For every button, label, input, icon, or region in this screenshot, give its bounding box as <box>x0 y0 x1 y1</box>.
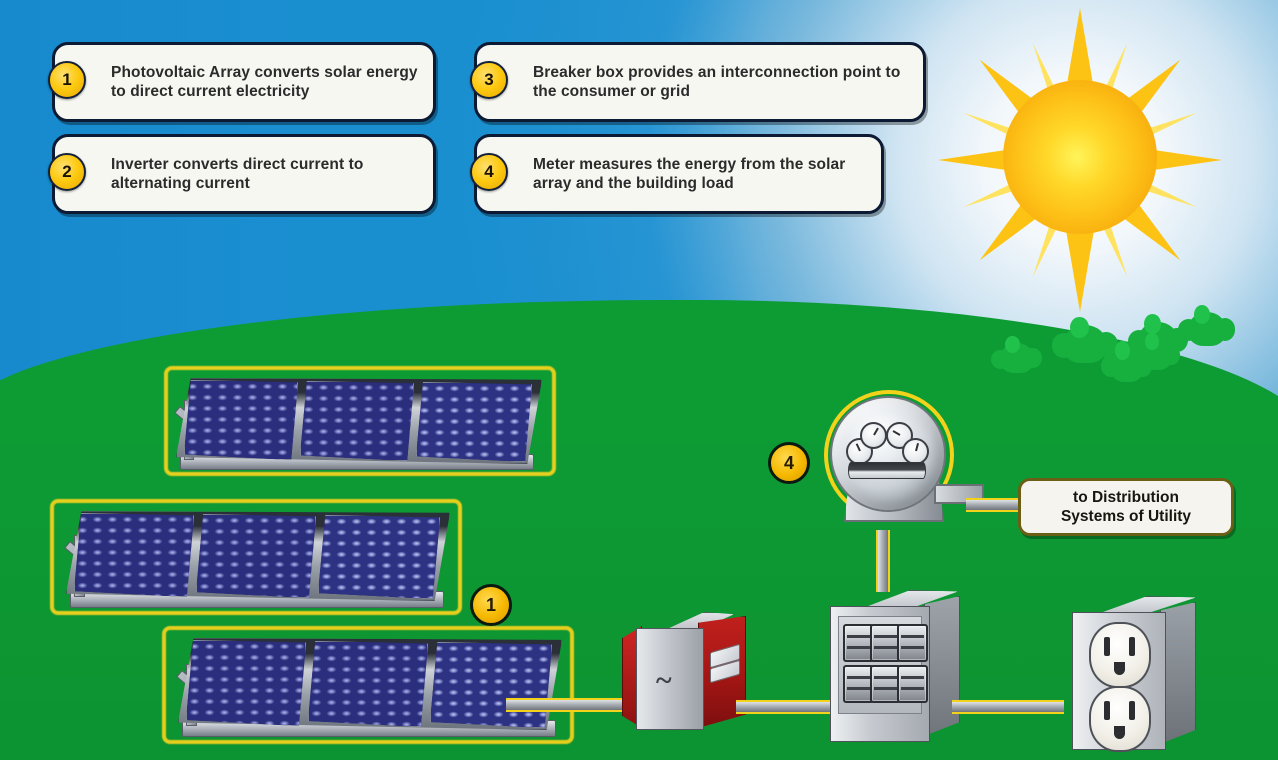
photovoltaic-array-middle[interactable] <box>46 495 466 621</box>
pv-panel-2 <box>300 381 414 461</box>
pv-cell-grid-2 <box>197 515 315 597</box>
pv-cell-grid-1 <box>187 641 305 725</box>
pv-cell-grid-2 <box>309 642 427 726</box>
outlet-slot-bottom-right <box>1129 701 1135 720</box>
field-badge-4: 4 <box>768 442 810 484</box>
photovoltaic-array-top[interactable] <box>160 362 560 480</box>
pv-cell-grid-1 <box>185 381 297 459</box>
outlet-socket-bottom[interactable] <box>1089 686 1151 752</box>
sun-core <box>1003 80 1157 234</box>
inverter-front-panel <box>636 628 704 730</box>
callout-2-badge: 2 <box>48 153 86 191</box>
callout-4[interactable]: Meter measures the energy from the solar… <box>474 134 884 214</box>
callout-3-badge: 3 <box>470 61 508 99</box>
pv-cell-grid-1 <box>75 514 193 596</box>
pv-panel-2 <box>196 514 316 598</box>
breaker-switch-3[interactable] <box>897 624 928 662</box>
breaker-switch-4[interactable] <box>843 665 874 703</box>
pv-panel-3 <box>318 515 440 599</box>
outlet-ground-top <box>1114 662 1125 675</box>
pv-cell-grid-3 <box>431 643 551 727</box>
inverter[interactable]: ~ <box>614 604 748 736</box>
utility-label-line-2: Systems of Utility <box>1060 508 1192 525</box>
building-load-outlet[interactable] <box>1060 592 1220 752</box>
outlet-ground-bottom <box>1114 726 1125 739</box>
pv-panel-3 <box>430 642 552 728</box>
callout-4-text: Meter measures the energy from the solar… <box>533 156 846 192</box>
pv-panel-1 <box>74 513 194 597</box>
outlet-socket-top[interactable] <box>1089 622 1151 688</box>
callout-1-number: 1 <box>62 70 72 89</box>
callout-2[interactable]: Inverter converts direct current to alte… <box>52 134 436 214</box>
pv-cell-grid-2 <box>301 382 413 460</box>
field-badge-1-number: 1 <box>485 594 496 615</box>
pv-glow-outline <box>50 499 462 615</box>
wire-breaker-to-outlet <box>952 700 1064 714</box>
sun-icon <box>930 8 1230 312</box>
photovoltaic-array-front[interactable] <box>158 622 578 750</box>
pv-panel-3 <box>416 382 532 462</box>
bush-6 <box>1131 333 1180 370</box>
breaker-box[interactable] <box>818 586 970 750</box>
inverter-ac-symbol: ~ <box>656 664 672 697</box>
outlet-slot-bottom-left <box>1104 701 1110 720</box>
callout-3[interactable]: Breaker box provides an interconnection … <box>474 42 926 122</box>
wire-inverter-to-breaker <box>736 700 834 714</box>
pv-glow-outline <box>162 626 574 744</box>
outlet-slot-top-right <box>1129 637 1135 656</box>
bush-2 <box>1051 316 1118 363</box>
wire-meter-to-utility <box>966 498 1022 512</box>
pv-cell-grid-3 <box>319 516 439 598</box>
callout-1-text: Photovoltaic Array converts solar energy… <box>111 64 418 100</box>
pv-panel-1 <box>184 380 298 460</box>
callout-4-badge: 4 <box>470 153 508 191</box>
electric-meter[interactable] <box>822 388 984 538</box>
callout-3-text: Breaker box provides an interconnection … <box>533 64 901 100</box>
pv-panel-1 <box>186 640 306 726</box>
wire-array-to-inverter <box>506 698 628 712</box>
pv-panel-2 <box>308 641 428 727</box>
breaker-switch-6[interactable] <box>897 665 928 703</box>
outlet-right-side <box>1160 602 1196 744</box>
pv-cell-grid-3 <box>417 383 531 461</box>
outlet-slot-top-left <box>1104 637 1110 656</box>
meter-dial-4 <box>902 438 929 465</box>
bush-4 <box>1178 304 1236 346</box>
utility-label-line-1: to Distribution <box>1073 489 1179 506</box>
callout-1[interactable]: Photovoltaic Array converts solar energy… <box>52 42 436 122</box>
pv-glow-outline <box>164 366 556 476</box>
callout-3-number: 3 <box>484 70 494 89</box>
wire-meter-to-breaker <box>876 530 890 592</box>
field-badge-1: 1 <box>470 584 512 626</box>
callout-1-badge: 1 <box>48 61 86 99</box>
callout-2-number: 2 <box>62 162 72 181</box>
meter-readout-bar <box>848 462 926 479</box>
bush-1 <box>991 336 1043 373</box>
field-badge-4-number: 4 <box>783 452 794 473</box>
callout-2-text: Inverter converts direct current to alte… <box>111 156 364 192</box>
utility-label[interactable]: to Distribution Systems of Utility <box>1018 478 1234 536</box>
utility-label-text: to Distribution Systems of Utility <box>1061 488 1191 526</box>
callout-4-number: 4 <box>484 162 494 181</box>
meter-dial-2 <box>860 422 887 449</box>
breaker-switch-5[interactable] <box>870 665 901 703</box>
breaker-switch-2[interactable] <box>870 624 901 662</box>
